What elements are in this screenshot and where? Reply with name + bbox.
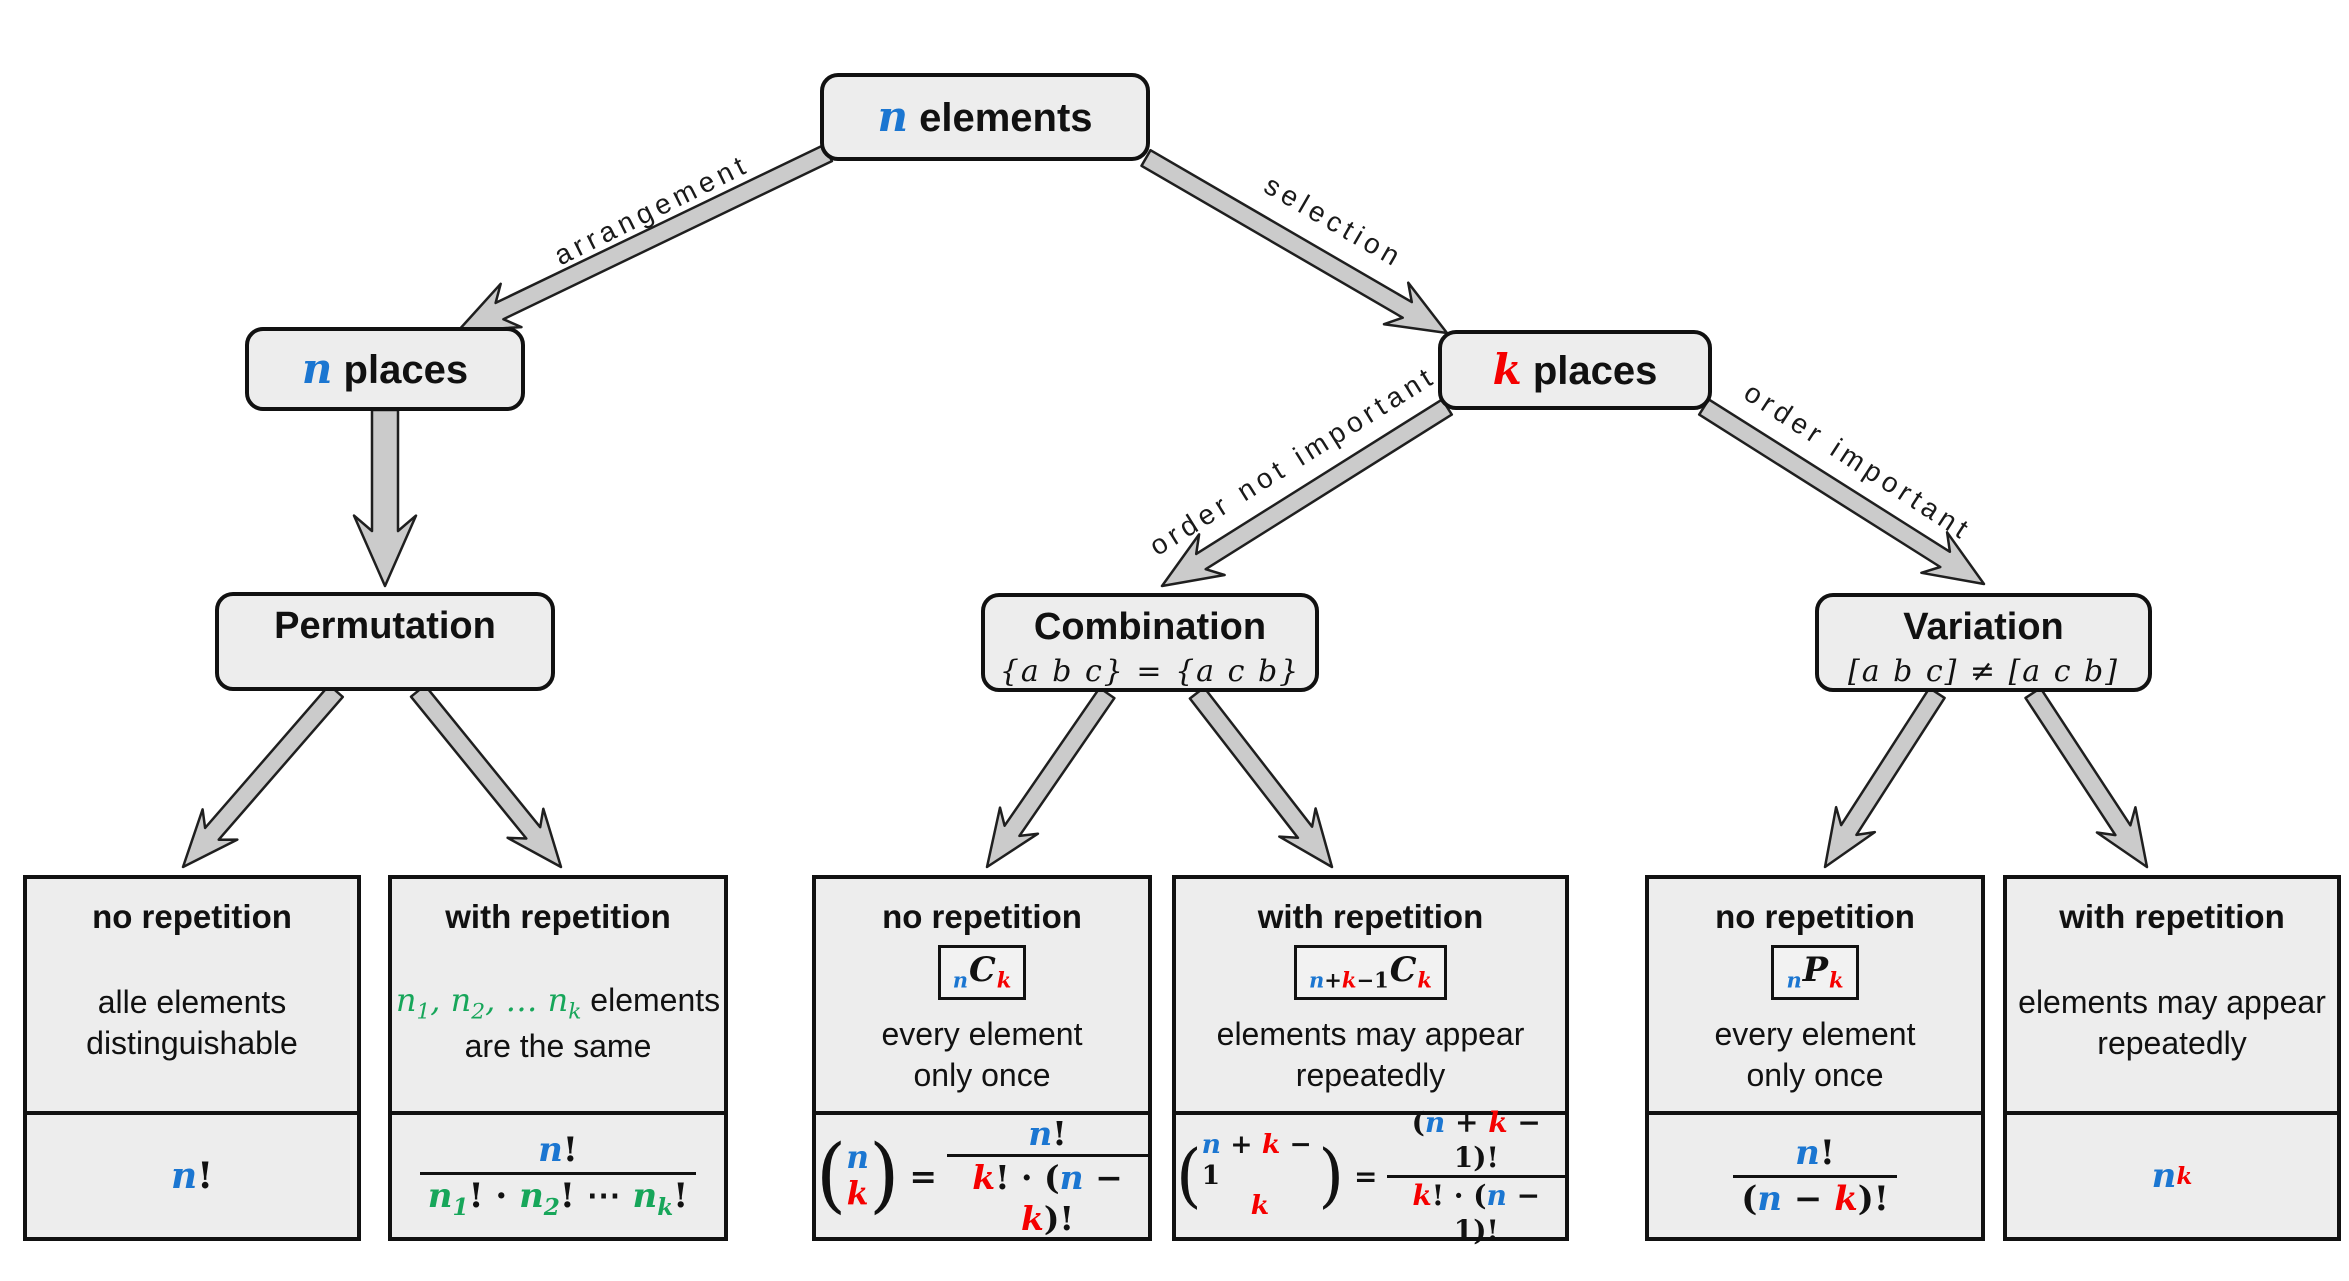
node-title: Combination (1033, 606, 1267, 648)
leaf-title: no repetition (92, 898, 292, 935)
nCk-badge: nCk (937, 945, 1027, 1000)
arrow-elements-to-n-places (456, 143, 834, 333)
node-title: n elements (877, 91, 1093, 141)
node-title: Variation (1903, 606, 2064, 648)
node-k-places: k places (1438, 330, 1712, 410)
arrow-k-places-to-variation (1697, 398, 1986, 586)
leaf-title: no repetition (1715, 898, 1915, 935)
node-permutation: Permutation (215, 592, 555, 691)
node-title: k places (1492, 344, 1658, 394)
arrow-permutation-to-no-rep (181, 683, 345, 869)
nPk-badge: nPk (1771, 945, 1859, 1000)
node-combination: Combination {a b c} = {a c b} (981, 593, 1319, 692)
node-title: Permutation (274, 605, 496, 647)
arrow-elements-to-k-places (1140, 148, 1449, 335)
leaf-title: no repetition (882, 898, 1082, 935)
node-subtitle: [a b c] ≠ [a c b] (1848, 653, 2119, 689)
node-title: n places (301, 343, 469, 393)
arrow-variation-to-no-rep (1823, 686, 1946, 869)
arrow-variation-to-with-rep (2024, 686, 2149, 869)
leaf-combination-with-repetition: with repetition n+k−1Ck elements may app… (1172, 875, 1569, 1247)
leaf-formula: n!(n − k)! (1649, 1111, 1981, 1237)
arrow-n-places-to-permutation (352, 408, 418, 588)
leaf-formula: n! (27, 1111, 357, 1237)
leaf-title: with repetition (1257, 898, 1484, 935)
node-variation: Variation [a b c] ≠ [a c b] (1815, 593, 2152, 692)
arrow-permutation-to-with-rep (409, 684, 563, 869)
leaf-title: with repetition (2059, 898, 2285, 935)
node-n-places: n places (245, 327, 525, 411)
arrow-k-places-to-combination (1160, 398, 1454, 588)
leaf-title: with repetition (445, 898, 671, 935)
arrow-combination-to-with-rep (1188, 686, 1334, 869)
node-subtitle: {a b c} = {a c b} (999, 653, 1301, 689)
leaf-formula: n!n1! · n2! ⋯ nk! (392, 1111, 724, 1237)
arrow-combination-to-no-rep (985, 686, 1116, 869)
n-plus-k-minus-1-Ck-badge: n+k−1Ck (1294, 945, 1447, 1000)
node-n-elements: n elements (820, 73, 1150, 161)
